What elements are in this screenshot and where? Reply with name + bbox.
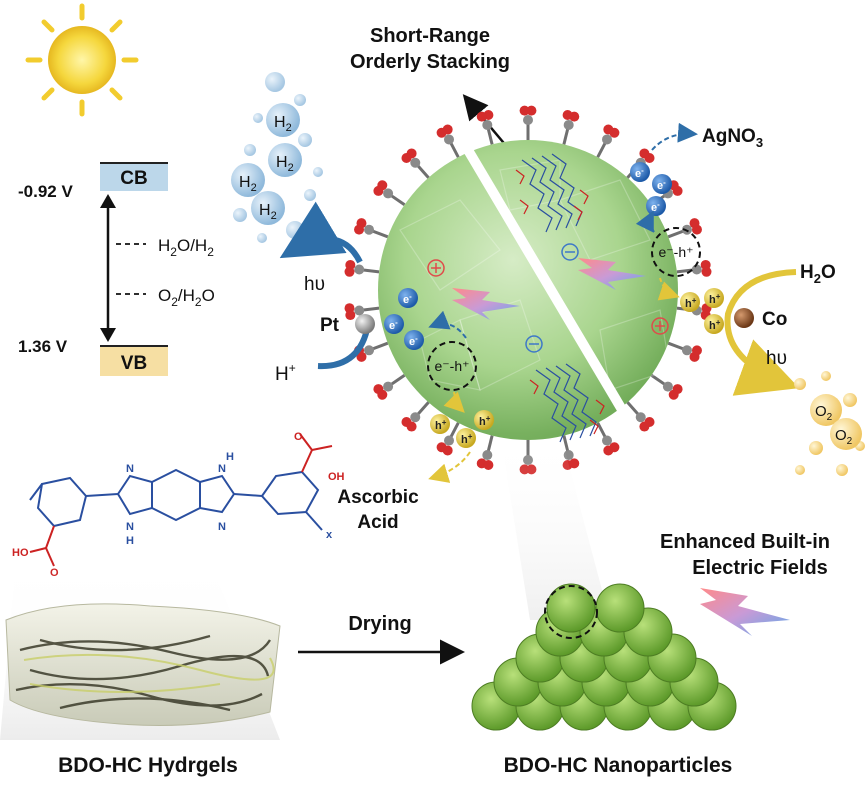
oxygen-atom	[603, 125, 613, 135]
oxygen-atom	[345, 310, 355, 320]
oxygen-atom	[692, 345, 702, 355]
oxygen-atom	[401, 153, 411, 163]
cb-potential: -0.92 V	[18, 182, 73, 201]
carbon-atom	[410, 412, 420, 422]
hydroxyl-top: OH	[328, 471, 345, 483]
caption-nanoparticles: BDO-HC Nanoparticles	[504, 754, 733, 777]
oxygen-atom	[645, 417, 655, 427]
carbon-atom	[410, 158, 420, 168]
carbon-atom	[663, 382, 673, 392]
oxygen-atom	[701, 260, 711, 270]
carbon-atom	[602, 436, 612, 446]
oxygen-atom	[477, 112, 487, 122]
nanoparticle-pile	[472, 584, 736, 730]
title-line-1: Short-Range	[370, 25, 490, 47]
agno3-label: AgNO3	[702, 126, 763, 150]
oxygen-atom	[354, 225, 364, 235]
vb-potential: 1.36 V	[18, 337, 68, 356]
repeat-index: x	[326, 529, 333, 541]
ascorbic-label-2: Acid	[357, 512, 398, 533]
oxygen-atom	[520, 106, 530, 116]
carbonyl-top: O	[294, 431, 303, 443]
co-label: Co	[762, 309, 787, 330]
hydrogel-block	[6, 604, 280, 726]
oxygen-atom	[483, 460, 493, 470]
drying-label: Drying	[348, 613, 411, 635]
field-label-1: Enhanced Built-in	[660, 531, 830, 553]
carbon-atom	[682, 345, 692, 355]
o2-bubbles: O2 O2	[794, 371, 865, 476]
oxygen-atom	[673, 384, 683, 394]
carbon-atom	[444, 436, 454, 446]
oxygen-atom	[609, 442, 619, 452]
oxygen-atom	[377, 390, 387, 400]
photocatalyst-particle	[345, 106, 712, 475]
oxygen-atom	[569, 458, 579, 468]
h2-level-label: H2O/H2	[158, 236, 214, 259]
pt-label: Pt	[320, 315, 340, 336]
carbon-atom	[354, 305, 364, 315]
h2-bubbles: H2 H2 H2 H2	[231, 72, 323, 243]
co-cocatalyst	[734, 308, 754, 328]
nh-h-left: H	[126, 535, 134, 547]
light-label-right: hυ	[766, 348, 787, 369]
carbon-atom	[636, 412, 646, 422]
o2-level-label: O2/H2O	[158, 286, 215, 309]
band-diagram: CB -0.92 V VB 1.36 V H2O/H2 O2/H2O	[18, 163, 215, 376]
cb-label: CB	[120, 168, 147, 189]
nh-bottom-right: N	[218, 521, 226, 533]
carbon-atom	[383, 188, 393, 198]
oxygen-atom	[407, 422, 417, 432]
holes-right: h+ h+ h+	[680, 288, 724, 334]
pt-cocatalyst	[355, 314, 375, 334]
nanoparticle	[596, 584, 644, 632]
title-line-2: Orderly Stacking	[350, 51, 510, 73]
light-label-left: hυ	[304, 274, 325, 295]
carbon-atom	[364, 225, 374, 235]
carbon-atom	[444, 134, 454, 144]
oxygen-atom	[690, 218, 700, 228]
field-label-2: Electric Fields	[692, 557, 828, 579]
sun-icon	[28, 6, 136, 114]
h2-release-arrow	[290, 239, 360, 262]
carbon-atom	[482, 120, 492, 130]
water-label: H2O	[800, 262, 836, 286]
carbon-atom	[383, 382, 393, 392]
exciton-label: e⁻-h⁺	[434, 358, 469, 374]
vb-label: VB	[121, 353, 147, 374]
nh-h-right: H	[226, 451, 234, 463]
carbon-atom	[692, 265, 702, 275]
oxygen-atom	[437, 128, 447, 138]
lightning-bolt-icon	[700, 588, 790, 636]
oxygen-atom	[373, 186, 383, 196]
oxygen-atom	[563, 110, 573, 120]
carbon-atom	[482, 450, 492, 460]
nh-top-left: N	[126, 463, 134, 475]
carbon-atom	[602, 134, 612, 144]
carbon-atom	[564, 120, 574, 130]
nh-bottom-left: N	[126, 521, 134, 533]
exciton-label: e⁻-h⁺	[658, 244, 693, 260]
oxygen-atom	[639, 148, 649, 158]
polymer-structure	[30, 434, 332, 566]
caption-hydrogel: BDO-HC Hydrgels	[58, 754, 238, 777]
oxygen-atom	[345, 267, 355, 277]
nh-top-right: N	[218, 463, 226, 475]
oxygen-atom	[443, 445, 453, 455]
ascorbic-label-1: Ascorbic	[337, 487, 419, 508]
proton-label: H+	[275, 361, 296, 385]
carbon-atom	[354, 265, 364, 275]
carbon-atom	[523, 115, 533, 125]
carbon-atom	[364, 345, 374, 355]
hydroxyl-left: HO	[12, 547, 29, 559]
